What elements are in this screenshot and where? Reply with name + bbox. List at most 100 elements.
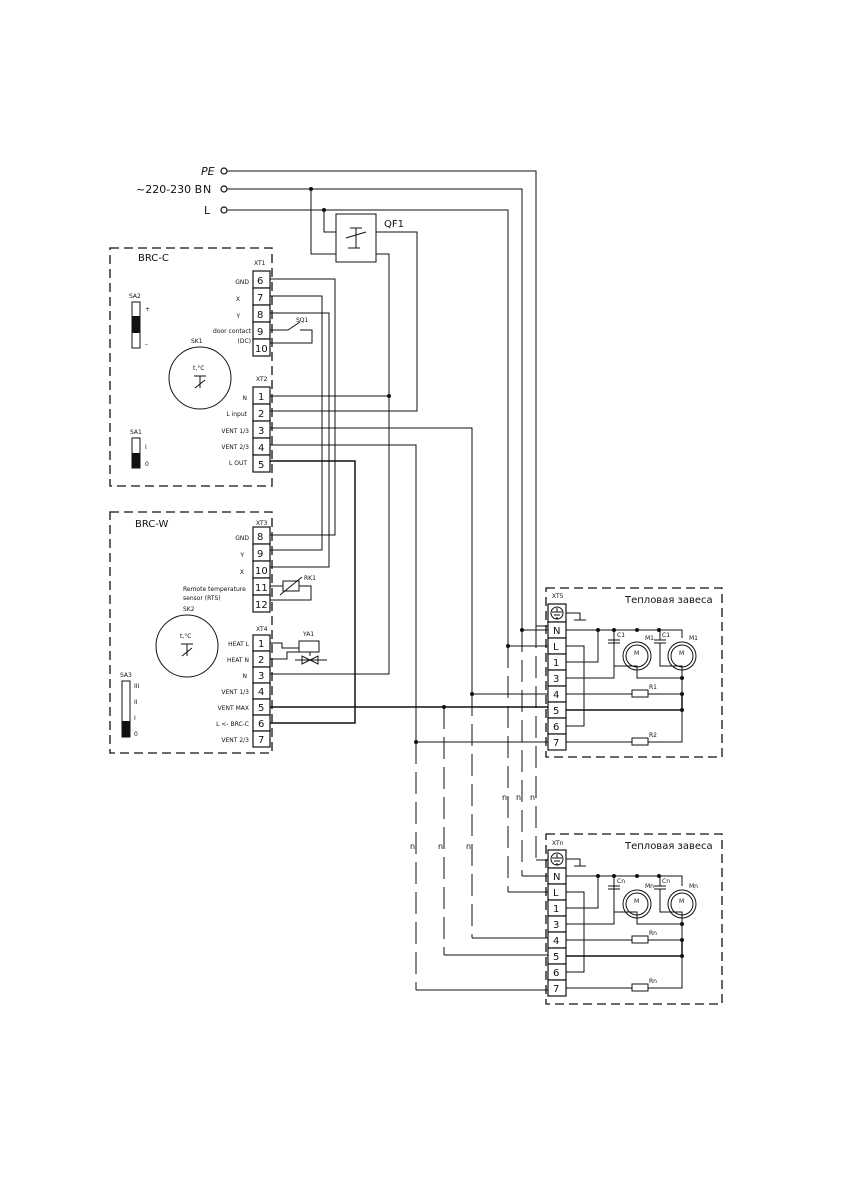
capacitor-label: Cn [662, 878, 670, 885]
resistor-r1 [631, 689, 649, 698]
xt2-terminal-num: 4 [258, 443, 264, 454]
rk1-label: RK1 [304, 575, 316, 582]
xt2-terminal-block: 1 2 3 4 5 N L input VENT 1/3 VENT 2/3 L … [221, 386, 271, 473]
l-terminal [220, 206, 228, 214]
bus-extension: n n n n n n [410, 626, 548, 991]
xt3-terminal-label: Remote temperature [183, 586, 246, 593]
xt4-terminal-label: VENT MAX [218, 705, 249, 712]
ground-icon [550, 852, 564, 866]
breaker-qf1: QF1 [270, 187, 418, 675]
xt1-terminal-num: 6 [257, 276, 263, 287]
xtn-terminal: 5 [553, 952, 559, 963]
xt4-terminal-num: 3 [258, 671, 264, 682]
xt5-terminal: N [553, 626, 560, 637]
capacitor-label: Cn [617, 878, 625, 885]
ya1-label: YA1 [302, 631, 314, 638]
brc-c-frame [109, 247, 273, 487]
xt3-terminal-label: sensor (RTS) [183, 595, 221, 602]
xt2-terminal-label: N [243, 395, 248, 402]
xt5-label: XT5 [552, 593, 564, 600]
xt4-terminal-label: L <- BRC-C [216, 721, 249, 728]
xt2-terminal-num: 3 [258, 426, 264, 437]
xt1-terminal-num: 10 [255, 344, 268, 355]
xt1-terminal-label: door contact [213, 328, 252, 335]
xt4-terminal-num: 5 [258, 703, 264, 714]
motor-label: M1 [645, 635, 654, 642]
xt5-terminal: L [553, 642, 559, 653]
curtain-n-title: Тепловая завеса [624, 841, 713, 852]
xt1-label: XT1 [254, 260, 266, 267]
bus-mark: n [466, 842, 471, 851]
brc-c-title: BRC-C [138, 253, 169, 264]
capacitor-label: C1 [617, 632, 625, 639]
xt4-terminal-num: 6 [258, 719, 264, 730]
xtn-label: XTn [552, 840, 564, 847]
xt5-terminal: 1 [553, 658, 559, 669]
motor-symbol: M [679, 650, 684, 657]
xt1-terminal-label: X [236, 296, 240, 303]
xt3-terminal-num: 8 [257, 532, 263, 543]
xt2-terminal-num: 1 [258, 392, 264, 403]
xt1-terminal-num: 8 [257, 310, 263, 321]
xt2-terminal-num: 2 [258, 409, 264, 420]
xtn-terminal: N [553, 872, 560, 883]
xt4-terminal-label: VENT 1/3 [221, 689, 249, 696]
xt5-terminal: 6 [553, 722, 559, 733]
heat-curtain-1: Тепловая завеса XT5 N L 1 3 4 5 6 7 [545, 587, 723, 758]
breaker-label: QF1 [384, 219, 404, 230]
motor-label: Mn [645, 883, 654, 890]
sa3-level: I [134, 715, 136, 722]
valve-ya1: YA1 [270, 631, 327, 665]
thermostat-icon [194, 375, 206, 389]
pe-label: PE [201, 165, 215, 178]
sa1-label: SA1 [130, 429, 142, 436]
xt5-terminal: 4 [553, 690, 559, 701]
l-wire [227, 209, 548, 647]
xtn-terminal: 1 [553, 904, 559, 915]
xt3-label: XT3 [256, 520, 268, 527]
xt1-terminal-block: 6 7 8 9 10 GND X Y door contact (DC) [213, 270, 271, 357]
resistor-rn [631, 935, 649, 944]
thermistor-rk1: RK1 [270, 575, 316, 601]
bus-mark: n [530, 793, 535, 802]
motor-symbol: M [679, 898, 684, 905]
pe-wire [227, 170, 548, 627]
resistor-label: Rn [649, 930, 657, 937]
door-contact-sq1: SQ1 [270, 317, 313, 344]
resistor-label: R2 [649, 732, 657, 739]
sa2-plus: + [145, 306, 150, 313]
sk2-sensor-label: t,°C [180, 633, 191, 640]
xt1-terminal-num: 9 [257, 327, 263, 338]
xt3-terminal-num: 9 [257, 549, 263, 560]
motor-label: M1 [689, 635, 698, 642]
xtn-terminal: 3 [553, 920, 559, 931]
curtain-1-title: Тепловая завеса [624, 595, 713, 606]
power-supply: PE ~220-230 В N L [136, 165, 548, 647]
l-label: L [204, 204, 211, 217]
sa3-level: III [134, 683, 140, 690]
sa2-minus: – [145, 341, 148, 348]
sa3-level: II [134, 699, 138, 706]
xt1-terminal-num: 7 [257, 293, 263, 304]
sk2-sensor [155, 614, 219, 678]
xt4-terminal-num: 4 [258, 687, 264, 698]
voltage-label: ~220-230 В [136, 183, 202, 196]
sa3-level: 0 [134, 731, 138, 738]
sk2-label: SK2 [183, 606, 195, 613]
curtain-n-frame [545, 833, 723, 1005]
sk1-label: SK1 [191, 338, 203, 345]
n-label: N [203, 183, 211, 196]
resistor-r2 [631, 737, 649, 746]
sa3-label: SA3 [120, 672, 132, 679]
xt1-terminal-label: Y [235, 313, 240, 320]
ground-icon [550, 606, 564, 620]
xtn-terminal: 7 [553, 984, 559, 995]
xt4-terminal-block: 1 2 3 4 5 6 7 HEAT L HEAT N N VENT 1/3 V… [216, 634, 271, 748]
xt2-terminal-label: VENT 1/3 [221, 428, 249, 435]
xt3-terminal-num: 12 [255, 600, 268, 611]
thermostat-icon [181, 643, 193, 657]
resistor-rn [631, 983, 649, 992]
breaker-body [335, 213, 377, 263]
xt4-terminal-label: HEAT N [227, 657, 249, 664]
